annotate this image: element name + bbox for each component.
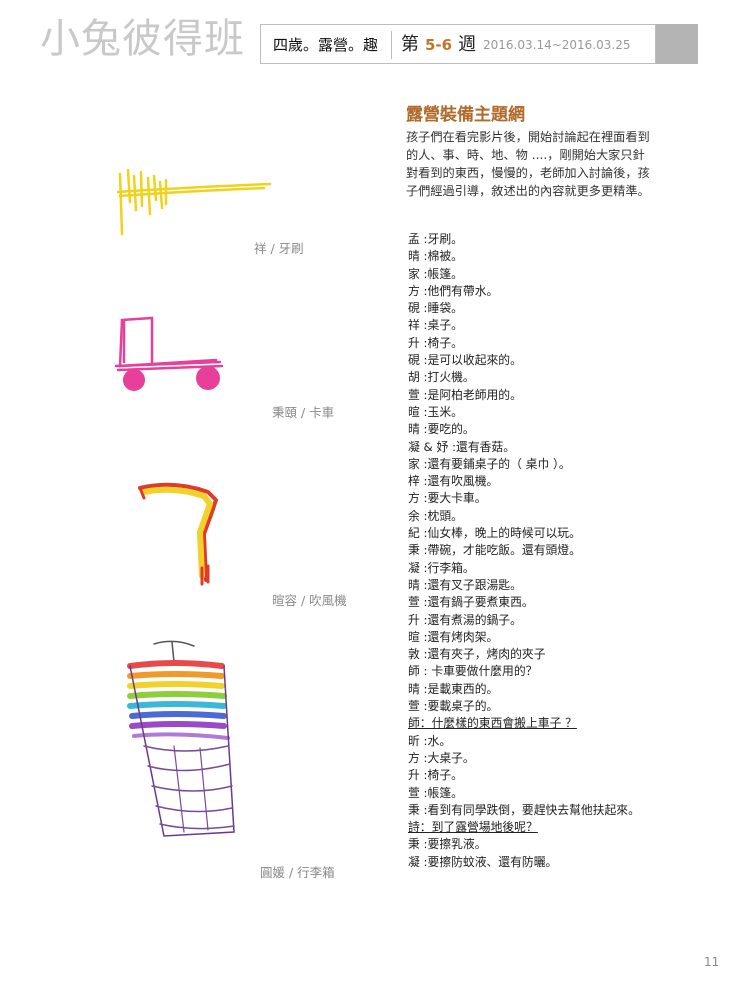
dialogue-line: 萱 :要載桌子的。 (408, 698, 728, 715)
dialogue-text: 凝 :要擦防蚊液、還有防曬。 (408, 854, 558, 869)
dialogue-text: 梓 :還有吹風機。 (408, 474, 499, 489)
dialogue-line: 紀 :仙女棒，晚上的時候可以玩。 (408, 525, 728, 542)
dialogue-text: 萱 :還有鍋子要煮東西。 (408, 595, 534, 610)
intro-paragraph: 孩子們在看完影片後，開始討論起在裡面看到的人、事、時、地、物 ....，剛開始大… (406, 130, 650, 198)
caption-truck: 秉頤 / 卡車 (272, 405, 335, 420)
dialogue-text: 方 :要大卡車。 (408, 491, 487, 506)
dialogue-line: 萱 :帳篷。 (408, 785, 728, 802)
dialogue-text: 凝 :行李箱。 (408, 560, 475, 575)
dialogue-line: 晴 :要吃的。 (408, 421, 728, 438)
date-range: 2016.03.14~2016.03.25 (483, 38, 631, 52)
dialogue-line: 凝 & 妤 :還有香菇。 (408, 439, 728, 456)
dialogue-text: 余 :枕頭。 (408, 508, 463, 523)
dialogue-line: 升 :椅子。 (408, 767, 728, 784)
dialogue-line: 方 :大桌子。 (408, 750, 728, 767)
dialogue-line: 家 :帳篷。 (408, 266, 728, 283)
dialogue-text: 萱 :是阿柏老師用的。 (408, 387, 522, 402)
dialogue-text: 升 :椅子。 (408, 335, 463, 350)
class-name: 小兔彼得班 (40, 16, 245, 62)
dialogue-text: 晴 :是載東西的。 (408, 681, 499, 696)
dialogue-text: 秉 :要擦乳液。 (408, 837, 487, 852)
dialogue-text: 升 :還有煮湯的鍋子。 (408, 612, 522, 627)
suitcase-drawing (127, 640, 235, 837)
section-title: 露營裝備主題網 (406, 105, 525, 125)
header-topic: 四歲。露營。趣 (273, 36, 379, 54)
dialogue-text: 凝 & 妤 :還有香菇。 (408, 439, 516, 454)
dialogue-text: 師：什麼樣的東西會搬上車子 ？ (408, 716, 577, 731)
dialogue-text: 萱 :要載桌子的。 (408, 699, 499, 714)
dialogue-text: 升 :椅子。 (408, 768, 463, 783)
dialogue-line: 秉 :看到有同學跌倒，要趕快去幫他扶起來。 (408, 802, 728, 819)
dialogue-text: 胡 :打火機。 (408, 370, 475, 385)
week-number: 5-6 (425, 36, 453, 54)
dialogue-line: 秉 :要擦乳液。 (408, 836, 728, 853)
dialogue-question: 詩：到了露營場地後呢？ (408, 819, 728, 836)
dialogue-text: 家 :帳篷。 (408, 266, 463, 281)
dialogue-line: 升 :椅子。 (408, 335, 728, 352)
dialogue-text: 家 :還有要鋪桌子的（ 桌巾 ）。 (408, 456, 571, 471)
dialogue-text: 晴 :還有叉子跟湯匙。 (408, 577, 522, 592)
dialogue-line: 凝 :要擦防蚊液、還有防曬。 (408, 854, 728, 871)
dialogue-question: 師：什麼樣的東西會搬上車子 ？ (408, 715, 728, 732)
dialogue-line: 晴 :棉被。 (408, 248, 728, 265)
dialogue-line: 余 :枕頭。 (408, 508, 728, 525)
hairdryer-drawing (138, 482, 218, 586)
dialogue-text: 硯 :睡袋。 (408, 301, 463, 316)
dialogue-line: 胡 :打火機。 (408, 369, 728, 386)
dialogue-line: 晴 :是載東西的。 (408, 681, 728, 698)
dialogue-line: 敦 :還有夾子，烤肉的夾子 (408, 646, 728, 663)
dialogue-line: 方 :他們有帶水。 (408, 283, 728, 300)
dialogue-line: 家 :還有要鋪桌子的（ 桌巾 ）。 (408, 456, 728, 473)
dialogue-text: 暄 :還有烤肉架。 (408, 629, 499, 644)
week-prefix: 第 (401, 34, 419, 55)
dialogue-line: 秉 :帶碗，才能吃飯。還有頭燈。 (408, 542, 728, 559)
dialogue-text: 方 :大桌子。 (408, 750, 475, 765)
dialogue-text: 秉 :帶碗，才能吃飯。還有頭燈。 (408, 543, 581, 558)
header-bar: 四歲。露營。趣 第 5-6 週 2016.03.14~2016.03.25 (260, 24, 656, 64)
page-number: 11 (704, 955, 720, 969)
dialogue-line: 萱 :是阿柏老師用的。 (408, 387, 728, 404)
caption-toothbrush: 祥 / 牙刷 (254, 241, 304, 256)
dialogue-text: 詩：到了露營場地後呢？ (408, 820, 538, 835)
dialogue-line: 昕 :水。 (408, 733, 728, 750)
dialogue-line: 晴 :還有叉子跟湯匙。 (408, 577, 728, 594)
dialogue-line: 硯 :是可以收起來的。 (408, 352, 728, 369)
dialogue-text: 萱 :帳篷。 (408, 785, 463, 800)
dialogue-line: 暄 :玉米。 (408, 404, 728, 421)
dialogue-text: 師 : 卡車要做什麼用的？ (408, 664, 538, 679)
dialogue-line: 師 : 卡車要做什麼用的？ (408, 663, 728, 680)
dialogue-line: 暄 :還有烤肉架。 (408, 629, 728, 646)
week-suffix: 週 (458, 34, 477, 55)
dialogue-text: 孟 :牙刷。 (408, 232, 463, 246)
dialogue-text: 晴 :要吃的。 (408, 422, 475, 437)
dialogue-list: 孟 :牙刷。晴 :棉被。家 :帳篷。方 :他們有帶水。硯 :睡袋。祥 :桌子。升… (408, 231, 728, 871)
dialogue-line: 升 :還有煮湯的鍋子。 (408, 612, 728, 629)
dialogue-line: 梓 :還有吹風機。 (408, 473, 728, 490)
dialogue-text: 暄 :玉米。 (408, 404, 463, 419)
dialogue-line: 凝 :行李箱。 (408, 560, 728, 577)
dialogue-text: 祥 :桌子。 (408, 318, 463, 333)
dialogue-line: 孟 :牙刷。 (408, 231, 728, 248)
dialogue-text: 昕 :水。 (408, 733, 452, 748)
dialogue-text: 晴 :棉被。 (408, 249, 463, 264)
dialogue-line: 祥 :桌子。 (408, 317, 728, 334)
toothbrush-drawing (116, 168, 272, 236)
week-label: 第 5-6 週 (401, 25, 476, 65)
dialogue-line: 方 :要大卡車。 (408, 490, 728, 507)
dialogue-text: 方 :他們有帶水。 (408, 283, 499, 298)
truck-drawing (114, 316, 224, 391)
dialogue-text: 硯 :是可以收起來的。 (408, 353, 522, 368)
caption-hairdryer: 暄容 / 吹風機 (272, 593, 347, 608)
dialogue-text: 紀 :仙女棒，晚上的時候可以玩。 (408, 526, 581, 541)
dialogue-line: 硯 :睡袋。 (408, 300, 728, 317)
dialogue-line: 萱 :還有鍋子要煮東西。 (408, 594, 728, 611)
caption-suitcase: 圓媛 / 行李箱 (260, 865, 335, 880)
header-divider (391, 31, 392, 59)
dialogue-text: 秉 :看到有同學跌倒，要趕快去幫他扶起來。 (408, 802, 640, 817)
dialogue-text: 敦 :還有夾子，烤肉的夾子 (408, 647, 546, 662)
header-gray-block (656, 24, 698, 64)
